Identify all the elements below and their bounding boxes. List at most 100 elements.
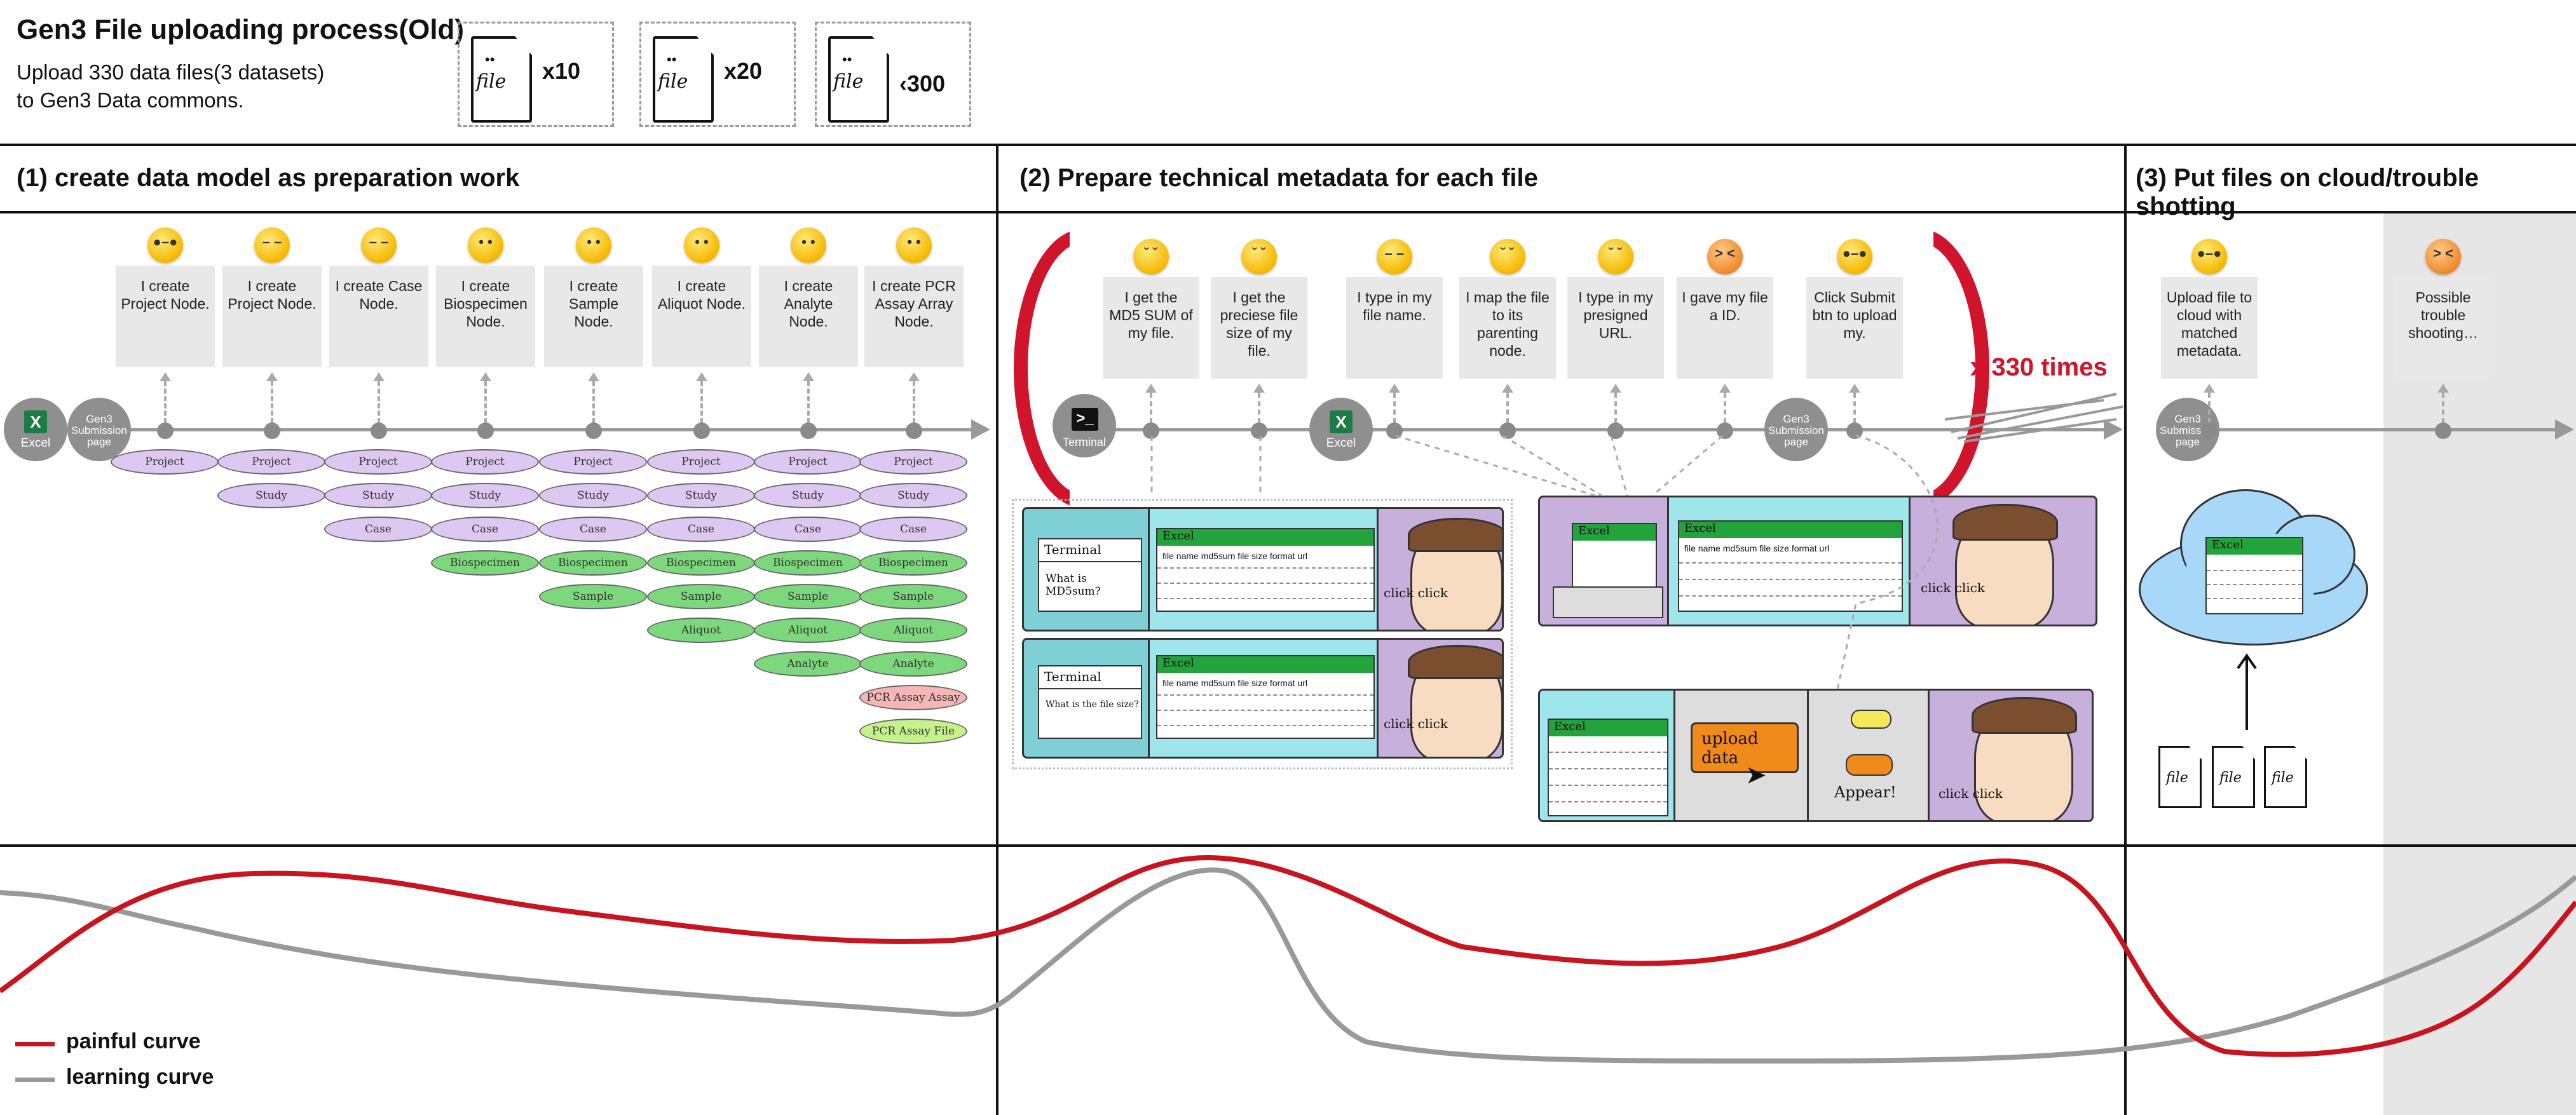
legend-swatch-painful — [15, 1042, 55, 1046]
data-node-aliquot: Aliquot — [859, 618, 967, 643]
file-group-1: •• file x10 — [458, 22, 614, 127]
data-node-case: Case — [324, 517, 432, 542]
excel-node: X Excel — [1309, 398, 1373, 461]
data-node-project: Project — [111, 449, 219, 475]
step-card: Possible trouble shooting… — [2395, 277, 2491, 379]
file-multiplier: ‹300 — [899, 71, 946, 97]
step-card: Upload file to cloud with matched metada… — [2161, 277, 2258, 379]
timeline-dot — [906, 422, 922, 439]
file-icon — [828, 36, 889, 123]
timeline-dot — [1251, 422, 1267, 439]
timeline-dot — [800, 422, 817, 439]
worried-emoji-icon: • • — [791, 227, 826, 263]
section-3-title: (3) Put files on cloud/trouble shotting — [2136, 164, 2479, 220]
painful-curve — [0, 855, 2576, 1057]
section-2-title: (2) Prepare technical metadata for each … — [1019, 164, 1538, 192]
step-card: I create PCR Assay Array Node. — [864, 266, 964, 367]
data-node-study: Study — [324, 483, 432, 508]
spreadsheet: Excel — [1548, 719, 1668, 816]
timeline-s2 — [1074, 428, 2116, 431]
data-node-case: Case — [754, 517, 862, 542]
timeline-arrow — [971, 419, 990, 440]
step-card: I create Analyte Node. — [759, 266, 858, 367]
timeline-dot — [2201, 422, 2218, 439]
data-node-biospecimen: Biospecimen — [859, 550, 967, 576]
divider — [2124, 144, 2127, 1115]
file-icon — [471, 36, 532, 123]
gen3-submission-node: Gen3 Submission page — [67, 398, 131, 461]
learning-curve — [0, 867, 2576, 1064]
step-card: I map the file to its parenting node. — [1459, 277, 1556, 379]
data-node-sample: Sample — [647, 584, 755, 609]
data-node-sample: Sample — [539, 584, 647, 609]
sad-emoji-icon: ˘ ˘ — [1598, 239, 1633, 274]
step-card: I create Aliquot Node. — [652, 266, 751, 367]
excel-node: X Excel — [4, 398, 67, 461]
file-label: file — [2272, 770, 2294, 786]
comic-upload: Excel upload data ➤ Appear! click click — [1538, 689, 2094, 822]
data-node-study: Study — [539, 483, 647, 508]
neutral-emoji-icon: – – — [254, 227, 290, 263]
data-node-project: Project — [859, 449, 967, 475]
data-node-case: Case — [647, 517, 755, 542]
worried-emoji-icon: • • — [684, 227, 719, 263]
laptop-screen: Excel — [1572, 523, 1657, 589]
timeline-dot — [264, 422, 280, 439]
data-node-pcr-assay-assay: PCR Assay Assay — [859, 685, 967, 710]
file-icon — [653, 36, 714, 123]
timeline-arrow — [2104, 419, 2123, 440]
file-group-3: •• file ‹300 — [815, 22, 971, 127]
step-card: I create Biospecimen Node. — [436, 266, 535, 367]
excel-icon: X — [1330, 410, 1353, 433]
data-node-case: Case — [431, 517, 539, 542]
neutral-emoji-icon: – – — [361, 227, 397, 263]
divider — [0, 144, 2576, 146]
cloud-spreadsheet: Excel — [2205, 537, 2303, 614]
page-subtitle: Upload 330 data files(3 datasets) to Gen… — [17, 60, 325, 112]
comic-frame-group — [1012, 499, 1513, 769]
nerd-emoji-icon: ●–● — [147, 227, 183, 263]
timeline-s1 — [32, 428, 985, 431]
file-multiplier: x20 — [724, 58, 763, 84]
worried-emoji-icon: • • — [468, 227, 503, 263]
step-card: I type in my presigned URL. — [1567, 277, 1664, 379]
excel-icon: X — [24, 410, 47, 433]
data-node-study: Study — [859, 483, 967, 508]
divider — [996, 144, 998, 1115]
page-title: Gen3 File uploading process(Old) — [17, 14, 465, 45]
keyboard — [1553, 586, 1663, 618]
file-group-2: •• file x20 — [639, 22, 796, 127]
comic-md5: Terminal What is MD5sum? Excel file name… — [1022, 507, 1504, 632]
terminal-icon: >_ — [1072, 408, 1098, 431]
data-node-sample: Sample — [754, 584, 862, 609]
legend-label-painful: painful curve — [66, 1029, 201, 1053]
legend-swatch-learning — [15, 1078, 55, 1082]
data-node-aliquot: Aliquot — [754, 618, 862, 643]
step-card: I create Project Node. — [116, 266, 215, 367]
connector-lines — [1150, 435, 1939, 693]
step-card: I type in my file name. — [1346, 277, 1443, 379]
timeline-dot — [1717, 422, 1733, 439]
data-node-project: Project — [324, 449, 432, 475]
timeline-dot — [2435, 422, 2451, 439]
comic-file-size: Terminal What is the file size? Excel fi… — [1022, 638, 1504, 759]
data-node-project: Project — [539, 449, 647, 475]
timeline-dot — [1607, 422, 1624, 439]
data-node-study: Study — [217, 483, 325, 508]
worried-emoji-icon: • • — [896, 227, 932, 263]
timeline-dot — [585, 422, 602, 439]
data-node-pcr-assay-file: PCR Assay File — [859, 719, 967, 744]
timeline-dot — [157, 422, 174, 439]
sad-emoji-icon: ˘ ˘ — [1241, 239, 1277, 274]
data-node-biospecimen: Biospecimen — [647, 550, 755, 576]
sad-emoji-icon: ˘ ˘ — [1490, 239, 1525, 274]
spreadsheet: Excel file name md5sum file size format … — [1678, 520, 1903, 612]
data-node-sample: Sample — [859, 584, 967, 609]
file-icon — [2158, 746, 2202, 808]
step-card: I create Project Node. — [222, 266, 322, 367]
section-1-title: (1) create data model as preparation wor… — [17, 164, 520, 192]
data-node-project: Project — [647, 449, 755, 475]
data-node-study: Study — [754, 483, 862, 508]
cursor-icon: ➤ — [1745, 761, 1767, 789]
nerd-emoji-icon: ●–● — [1837, 239, 1872, 274]
